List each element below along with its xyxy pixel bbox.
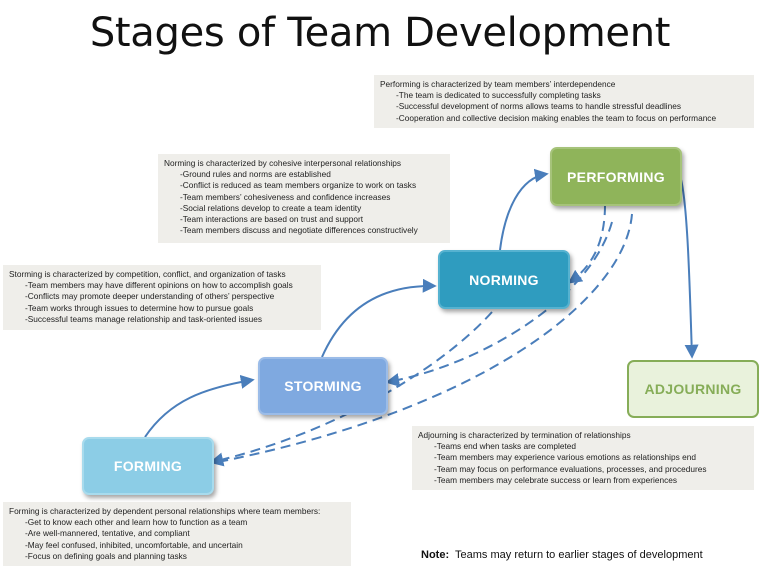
norming-heading: Norming is characterized by cohesive int… [164,158,402,168]
stage-norming: NORMING [438,250,570,309]
stage-performing: PERFORMING [550,147,682,206]
adjourning-item: -Team may focus on performance evaluatio… [434,463,707,474]
forming-item: -May feel confused, inhibited, uncomfort… [25,539,243,550]
storming-item: -Conflicts may promote deeper understand… [25,291,275,302]
forming-item: -Get to know each other and learn how to… [25,517,248,528]
norming-item: -Team interactions are based on trust an… [180,214,364,225]
note-label: Note: [421,549,450,561]
adjourning-description: Adjourning is characterized by terminati… [412,426,754,490]
performing-description: Performing is characterized by team memb… [374,75,754,128]
performing-to-adjourning-arrow [679,175,699,359]
forming-item: -Focus on defining goals and planning ta… [25,550,187,561]
storming-heading: Storming is characterized by competition… [9,269,286,279]
stage-adjourning: ADJOURNING [627,360,759,418]
stage-storming: STORMING [258,357,388,415]
performing-item: -Cooperation and collective decision mak… [396,112,717,123]
norming-item: -Social relations develop to create a te… [180,202,362,213]
storming-item: -Successful teams manage relationship an… [25,313,263,324]
adjourning-heading: Adjourning is characterized by terminati… [418,430,631,440]
page-title: Stages of Team Development [89,10,671,56]
performing-heading: Performing is characterized by team memb… [380,79,616,89]
performing-to-norming-dashed-arrow [567,204,606,284]
bottom-note: Note: Teams may return to earlier stages… [421,549,703,561]
performing-to-storming-dashed-arrow [385,221,613,387]
storming-to-norming-arrow [321,278,437,358]
storming-item: -Team members may have different opinion… [25,280,293,291]
norming-item: -Team members discuss and negotiate diff… [180,225,418,236]
storming-item: -Team works through issues to determine … [25,302,254,313]
performing-item: -Successful development of norms allows … [396,101,682,112]
adjourning-item: -Team members may experience various emo… [434,452,696,463]
performing-to-forming-dashed-arrow [217,213,633,463]
adjourning-item: -Team members may celebrate success or l… [434,474,678,485]
forming-item: -Are well-mannered, tentative, and compl… [25,528,190,539]
storming-description: Storming is characterized by competition… [3,265,321,330]
stage-forming: FORMING [82,437,214,495]
note-text: Teams may return to earlier stages of de… [455,549,703,561]
forming-to-storming-arrow [144,374,255,438]
norming-item: -Team members’ cohesiveness and confiden… [180,191,391,202]
adjourning-item: -Teams end when tasks are completed [434,441,577,452]
forming-description: Forming is characterized by dependent pe… [3,502,351,566]
performing-item: -The team is dedicated to successfully c… [396,90,601,101]
norming-description: Norming is characterized by cohesive int… [158,154,450,243]
norming-item: -Ground rules and norms are established [180,169,331,180]
forming-heading: Forming is characterized by dependent pe… [9,506,321,516]
norming-item: -Conflict is reduced as team members org… [180,180,417,191]
norming-to-performing-arrow [499,168,549,251]
